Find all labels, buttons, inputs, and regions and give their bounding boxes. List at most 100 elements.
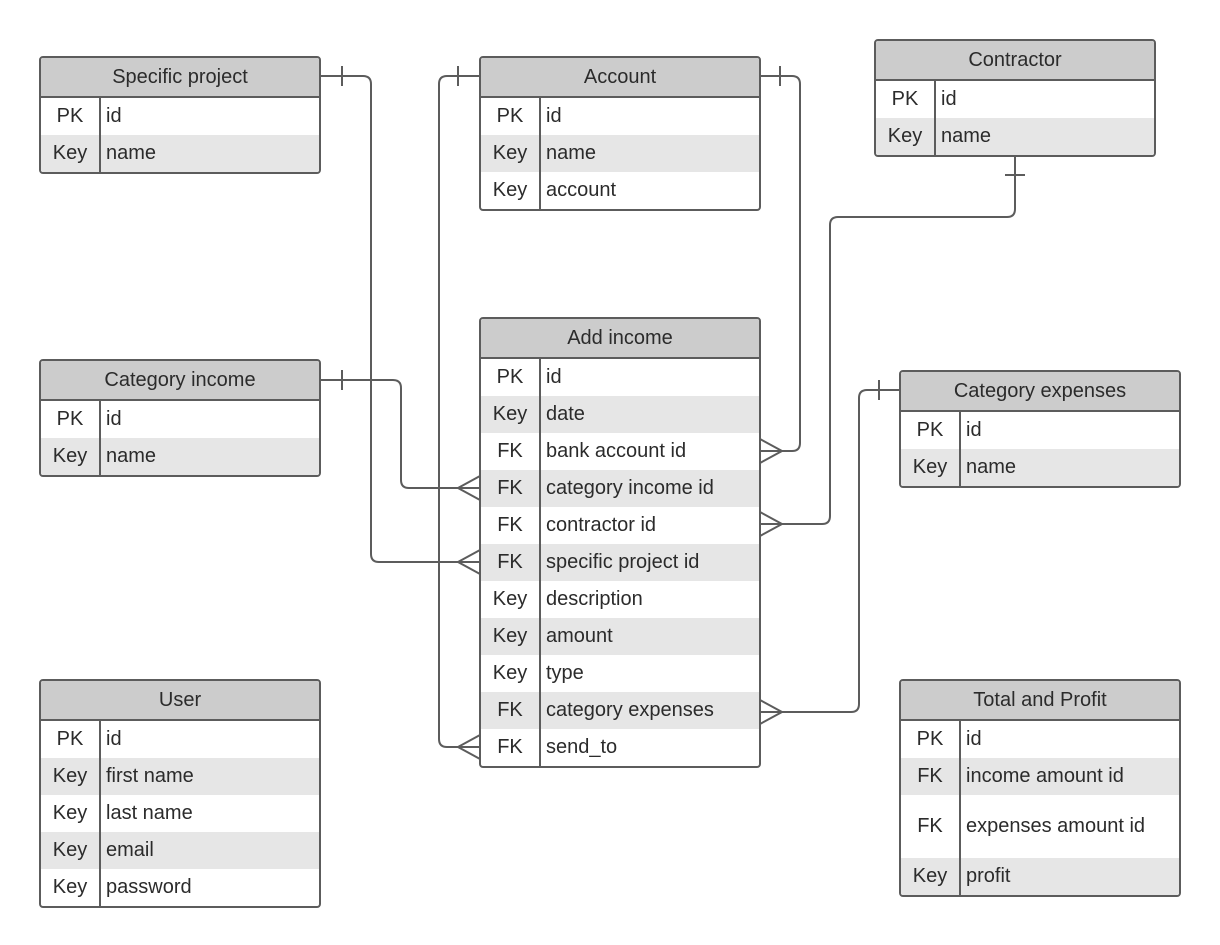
row-key: Key [41, 758, 101, 795]
entity-row: PK id [876, 81, 1154, 118]
many-mark-bank-account [759, 438, 783, 464]
entity-row: Key type [481, 655, 759, 692]
row-key: Key [481, 396, 541, 433]
entity-row: PK id [481, 98, 759, 135]
entity-row: Key password [41, 869, 319, 906]
row-key: PK [481, 359, 541, 396]
entity-row: Key name [41, 135, 319, 172]
row-key: PK [41, 721, 101, 758]
entity-row: FK bank account id [481, 433, 759, 470]
row-key: PK [41, 401, 101, 438]
entity-row: Key description [481, 581, 759, 618]
entity-row: Key name [901, 449, 1179, 486]
row-field: email [106, 839, 154, 861]
row-key: Key [481, 135, 541, 172]
entity-category-expenses: Category expenses PK id Key name [899, 370, 1181, 488]
row-key: PK [876, 81, 936, 118]
row-key: Key [41, 869, 101, 906]
entity-contractor: Contractor PK id Key name [874, 39, 1156, 157]
row-key: FK [481, 544, 541, 581]
row-field: income amount id [966, 765, 1124, 787]
entity-row: PK id [41, 721, 319, 758]
entity-row: Key email [41, 832, 319, 869]
entity-title: Add income [481, 319, 759, 359]
entity-account: Account PK id Key name Key account [479, 56, 761, 211]
row-field: id [106, 728, 122, 750]
row-key: FK [481, 507, 541, 544]
row-field: name [546, 142, 597, 164]
entity-title: Total and Profit [901, 681, 1179, 721]
row-field: bank account id [546, 440, 687, 462]
row-key: Key [41, 438, 101, 475]
row-key: PK [901, 721, 961, 758]
entity-title: Category income [41, 361, 319, 401]
entity-row: PK id [901, 412, 1179, 449]
entity-row: FK expenses amount id [901, 795, 1179, 858]
row-key: FK [481, 433, 541, 470]
row-field: expenses amount id [966, 815, 1146, 837]
row-key: FK [901, 795, 961, 858]
entity-row: FK send_to [481, 729, 759, 766]
row-key: FK [481, 729, 541, 766]
entity-row: FK income amount id [901, 758, 1179, 795]
entity-row: Key date [481, 396, 759, 433]
row-field: id [546, 366, 562, 388]
connector-category-income [320, 379, 480, 489]
entity-row: FK specific project id [481, 544, 759, 581]
entity-row: PK id [41, 98, 319, 135]
entity-row: PK id [41, 401, 319, 438]
row-field: id [941, 88, 957, 110]
row-field: description [546, 588, 643, 610]
entity-row: PK id [481, 359, 759, 396]
many-mark-category-income-id [457, 475, 481, 501]
entity-row: FK contractor id [481, 507, 759, 544]
row-field: last name [106, 802, 193, 824]
entity-row: Key profit [901, 858, 1179, 895]
entity-title: Account [481, 58, 759, 98]
entity-title: Contractor [876, 41, 1154, 81]
entity-row: FK category income id [481, 470, 759, 507]
entity-add-income: Add income PK id Key date FK bank accoun… [479, 317, 761, 768]
row-field: password [106, 876, 192, 898]
row-field: type [546, 662, 584, 684]
connector-account-bank [760, 75, 801, 452]
row-field: name [966, 456, 1017, 478]
entity-specific-project: Specific project PK id Key name [39, 56, 321, 174]
row-field: name [941, 125, 992, 147]
row-field: id [546, 105, 562, 127]
many-mark-send-to [457, 734, 481, 760]
row-field: send_to [546, 736, 618, 758]
row-key: Key [901, 858, 961, 895]
connector-account-send-to [438, 75, 480, 748]
entity-total-and-profit: Total and Profit PK id FK income amount … [899, 679, 1181, 897]
row-key: Key [41, 795, 101, 832]
entity-row: Key account [481, 172, 759, 209]
row-field: account [546, 179, 617, 201]
row-key: PK [41, 98, 101, 135]
many-mark-category-expenses [759, 699, 783, 725]
row-field: id [106, 408, 122, 430]
row-key: Key [41, 135, 101, 172]
entity-row: Key name [876, 118, 1154, 155]
entity-user: User PK id Key first name Key last name … [39, 679, 321, 908]
row-key: FK [481, 470, 541, 507]
entity-row: Key last name [41, 795, 319, 832]
many-mark-specific-project [457, 549, 481, 575]
row-field: date [546, 403, 585, 425]
row-field: id [966, 419, 982, 441]
entity-row: Key first name [41, 758, 319, 795]
row-field: first name [106, 765, 194, 787]
entity-title: User [41, 681, 319, 721]
row-key: Key [901, 449, 961, 486]
connector-category-expenses [760, 389, 900, 713]
connector-specific-project [320, 75, 480, 563]
row-key: Key [481, 655, 541, 692]
entity-row: PK id [901, 721, 1179, 758]
entity-title: Specific project [41, 58, 319, 98]
row-key: Key [481, 618, 541, 655]
row-field: id [966, 728, 982, 750]
entity-category-income: Category income PK id Key name [39, 359, 321, 477]
row-key: FK [481, 692, 541, 729]
entity-row: Key name [481, 135, 759, 172]
